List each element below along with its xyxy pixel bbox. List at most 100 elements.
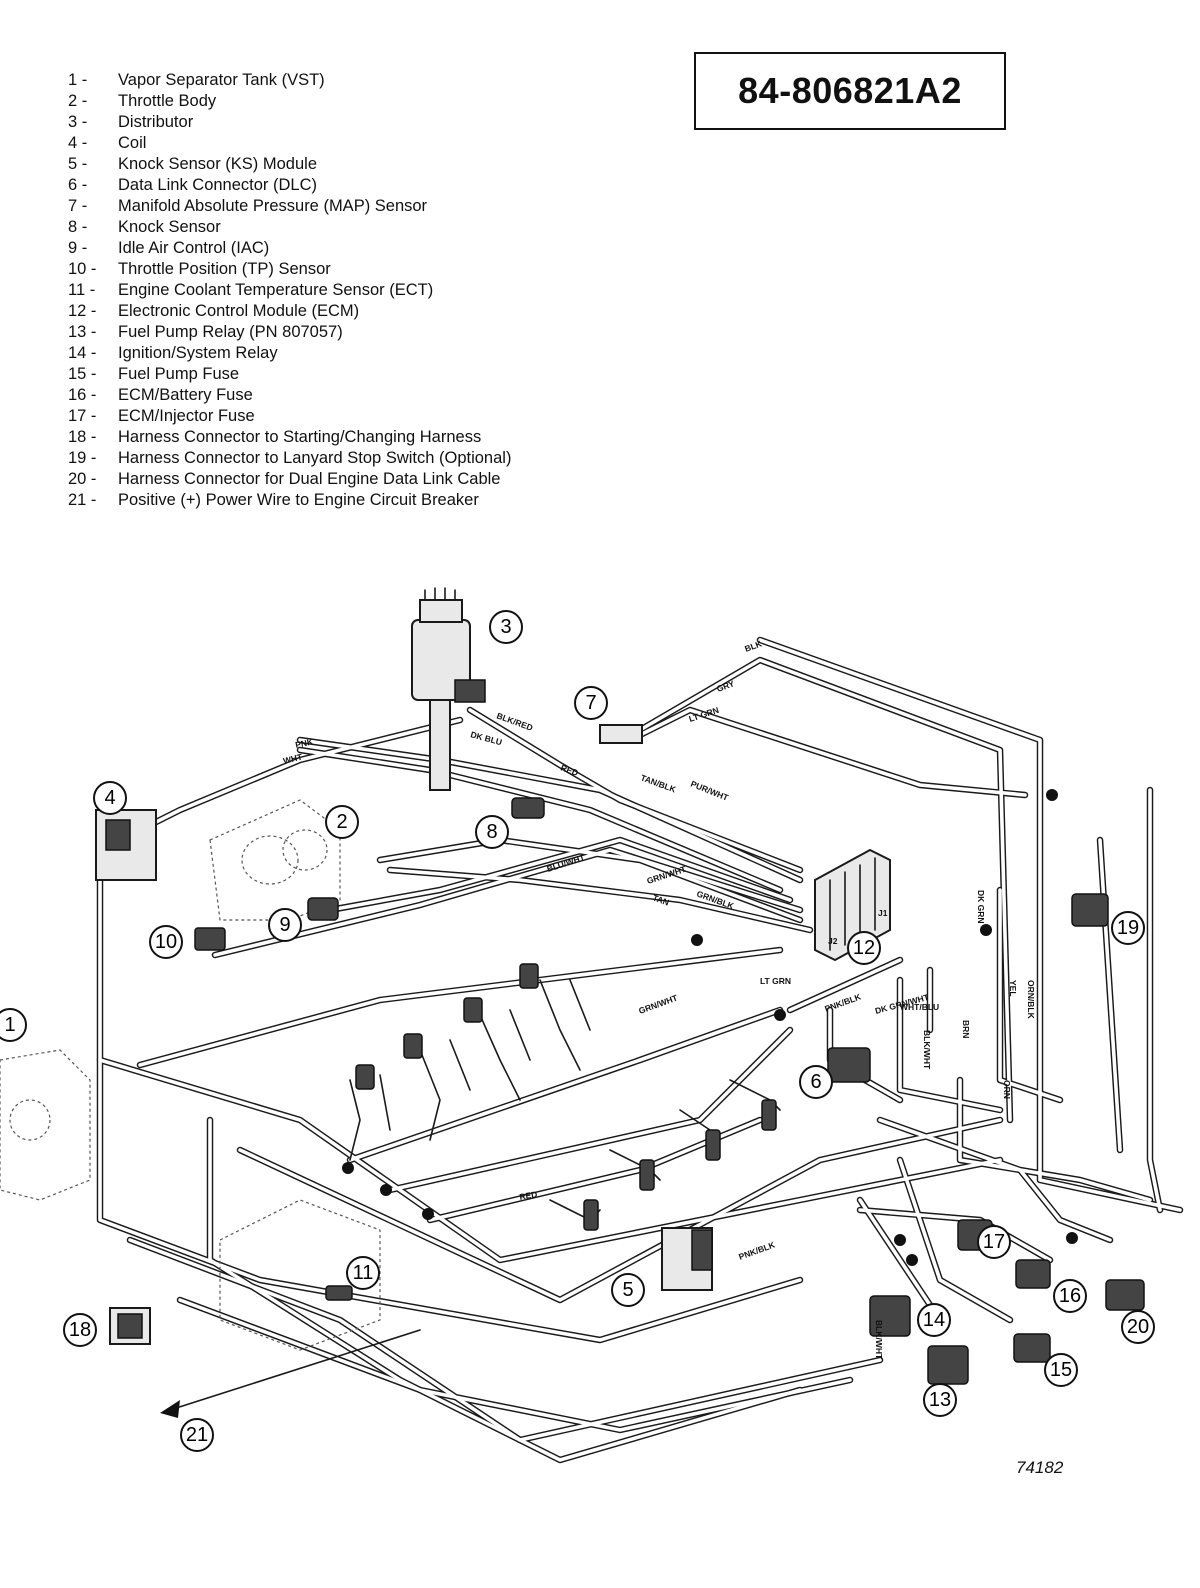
legend-item-text: Coil [118, 134, 147, 152]
wire-bundle-inner [898, 1158, 1012, 1322]
coil [95, 809, 157, 881]
callout-number: 16 [1059, 1285, 1081, 1307]
callout-circle [923, 1383, 957, 1417]
legend-item-number: 4 - [68, 134, 88, 152]
legend-item-number: 19 - [68, 449, 97, 467]
legend-item-text: Idle Air Control (IAC) [118, 239, 270, 257]
map-sensor [599, 724, 643, 744]
wire-bundle-inner [128, 1238, 882, 1442]
legend-item-text: Harness Connector to Starting/Changing H… [118, 428, 482, 446]
legend-item-text: Data Link Connector (DLC) [118, 176, 317, 194]
callout-16: 16 [1053, 1279, 1087, 1313]
legend-item: 7 -Manifold Absolute Pressure (MAP) Sens… [68, 196, 511, 217]
connector-label-j2: J2 [828, 936, 838, 946]
legend-item-number: 7 - [68, 197, 88, 215]
wire-bundle-inner [378, 838, 802, 922]
legend-item: 6 -Data Link Connector (DLC) [68, 175, 511, 196]
callout-number: 20 [1127, 1316, 1149, 1338]
legend-item-text: Throttle Position (TP) Sensor [118, 260, 331, 278]
wire-label: ORN/BLK [1026, 980, 1036, 1020]
callout-circle [475, 815, 509, 849]
callout-number: 17 [983, 1231, 1005, 1253]
callout-number: 3 [500, 616, 511, 638]
legend-item-text: Ignition/System Relay [118, 344, 278, 362]
distributor [411, 587, 486, 791]
wire-bundle-inner [898, 978, 1002, 1112]
legend-item: 2 -Throttle Body [68, 91, 511, 112]
legend-item-number: 12 - [68, 302, 97, 320]
engine-block-outline [219, 1199, 381, 1351]
callout-11: 11 [346, 1256, 380, 1290]
callout-circle [149, 925, 183, 959]
ecm [814, 848, 891, 962]
power-wire-arrow [160, 1329, 421, 1418]
legend-item-text: Harness Connector for Dual Engine Data L… [118, 470, 501, 488]
wire-bundle-inner [328, 838, 792, 912]
wire-label: YEL [1008, 980, 1018, 997]
callout-18: 18 [63, 1313, 97, 1347]
callout-20: 20 [1121, 1310, 1155, 1344]
callout-circle [917, 1303, 951, 1337]
callout-21: 21 [180, 1418, 214, 1452]
legend-item-text: Knock Sensor [118, 218, 221, 236]
callout-number: 15 [1050, 1359, 1072, 1381]
legend-item: 14 - Ignition/System Relay [68, 343, 511, 364]
wire-label: GRN/WHT [637, 992, 679, 1016]
wire-label: PUR/WHT [689, 779, 730, 803]
callout-circle [346, 1256, 380, 1290]
legend-item-number: 14 - [68, 344, 97, 362]
callout-number: 2 [336, 811, 347, 833]
callout-14: 14 [917, 1303, 951, 1337]
figure-number: 74182 [1016, 1458, 1064, 1477]
legend-item-text: ECM/Battery Fuse [118, 386, 253, 404]
injectors [355, 963, 777, 1231]
part-number-box: 84-806821A2 [694, 52, 1006, 130]
wire-label: BLK/WHT [874, 1320, 884, 1360]
wire-bundle-inner [98, 1058, 1002, 1262]
callout-number: 21 [186, 1424, 208, 1446]
callout-number: 13 [929, 1389, 951, 1411]
ks-module [661, 1227, 713, 1291]
legend-item-text: ECM/Injector Fuse [118, 407, 255, 425]
wire-bundle-inner [878, 1118, 1112, 1242]
legend-item-text: Knock Sensor (KS) Module [118, 155, 318, 173]
legend-item-text: Harness Connector to Lanyard Stop Switch… [118, 449, 512, 467]
legend-item-number: 9 - [68, 239, 88, 257]
legend-item: 15 -Fuel Pump Fuse [68, 364, 511, 385]
wire-bundle-inner [213, 848, 802, 957]
wire-label: LT GRN [760, 976, 791, 986]
wire-bundle-inner [638, 708, 1027, 797]
legend-item-text: Positive (+) Power Wire to Engine Circui… [118, 491, 479, 509]
legend-item-number: 16 - [68, 386, 97, 404]
knock-sensor [511, 797, 545, 819]
wire-label: TAN [651, 892, 670, 907]
lanyard-connector [1071, 893, 1109, 927]
callout-number: 1 [4, 1014, 15, 1036]
callout-circle [63, 1313, 97, 1347]
callout-number: 7 [585, 692, 596, 714]
ect-sensor [325, 1285, 353, 1301]
legend-item-text: Electronic Control Module (ECM) [118, 302, 360, 320]
legend-item-text: Fuel Pump Fuse [118, 365, 240, 383]
wire-label: RED [519, 1189, 538, 1202]
legend-item: 21 -Positive (+) Power Wire to Engine Ci… [68, 490, 511, 511]
legend-item-number: 8 - [68, 218, 88, 236]
wire-bundle-inner [858, 1208, 1052, 1262]
wire-label: WHT/BLU [900, 1002, 939, 1012]
wire-bundle-inner [858, 1198, 942, 1322]
callout-9: 9 [268, 908, 302, 942]
callout-circle [799, 1065, 833, 1099]
callout-number: 4 [104, 787, 115, 809]
callout-13: 13 [923, 1383, 957, 1417]
callout-circle [611, 1273, 645, 1307]
legend-item: 18 -Harness Connector to Starting/Changi… [68, 427, 511, 448]
legend-item-number: 3 - [68, 113, 88, 131]
callout-number: 6 [810, 1071, 821, 1093]
wire-bundle-inner [998, 888, 1062, 1102]
legend-item: 4 - Coil [68, 133, 511, 154]
wire-label: ORN [1002, 1080, 1012, 1099]
legend-item-text: Throttle Body [118, 92, 217, 110]
callout-circle [574, 686, 608, 720]
